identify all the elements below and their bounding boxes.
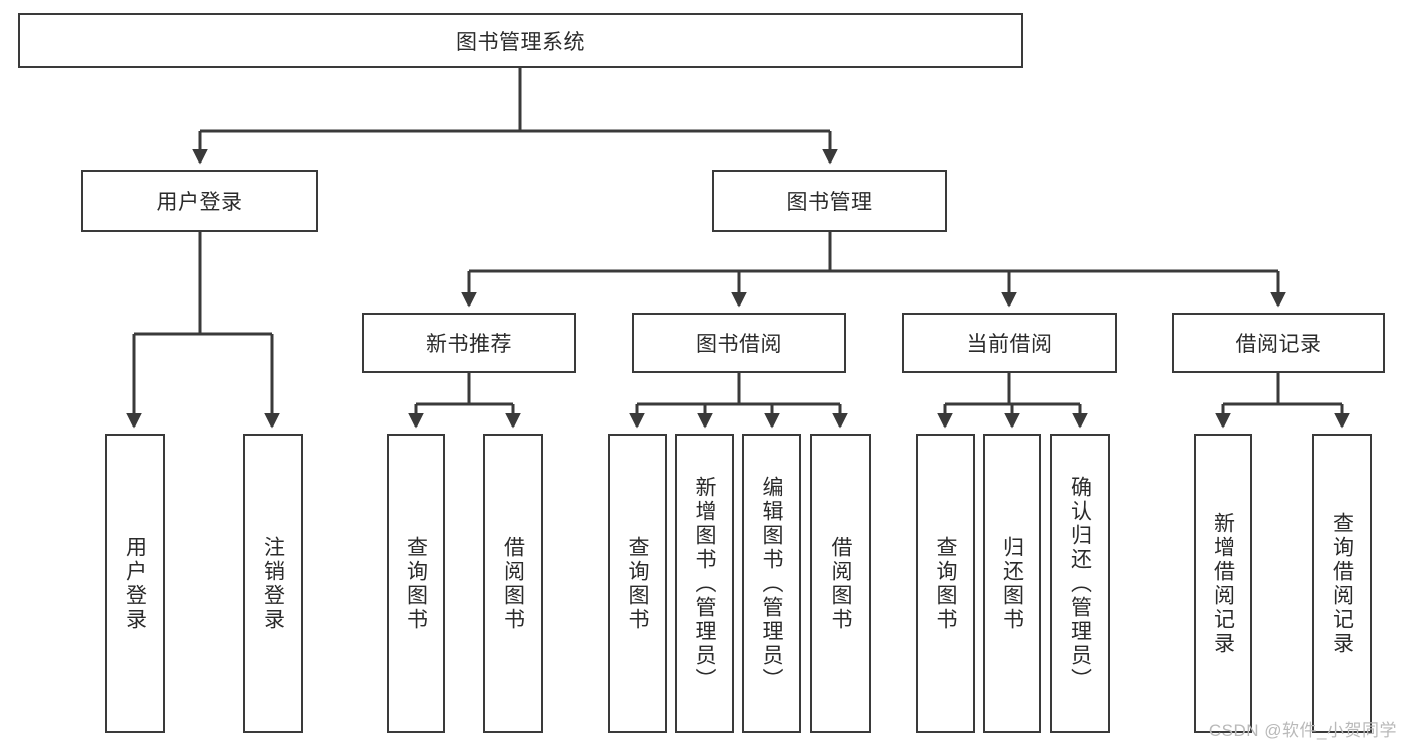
leaf-confirm-return-admin-label: 确认归还（管理员） — [1068, 475, 1092, 692]
node-book-borrow-label: 图书借阅 — [696, 333, 782, 356]
leaf-borrow-book-recommend-label: 借阅图书 — [501, 535, 525, 632]
node-root-label: 图书管理系统 — [456, 30, 585, 54]
leaf-query-book-recommend[interactable]: 查询图书 — [387, 434, 445, 733]
leaf-return-book-label: 归还图书 — [1000, 535, 1024, 632]
watermark-text: CSDN @软件_小贺同学 — [1208, 721, 1397, 740]
leaf-borrow-book-recommend[interactable]: 借阅图书 — [483, 434, 543, 733]
leaf-query-book-borrow-label: 查询图书 — [626, 535, 649, 632]
leaf-add-borrow-record-label: 新增借阅记录 — [1211, 511, 1235, 656]
node-book-borrow[interactable]: 图书借阅 — [632, 313, 846, 373]
leaf-borrow-book-label: 借阅图书 — [829, 535, 852, 632]
node-current-borrow[interactable]: 当前借阅 — [902, 313, 1117, 373]
leaf-return-book[interactable]: 归还图书 — [983, 434, 1041, 733]
leaf-query-book-recommend-label: 查询图书 — [404, 535, 428, 632]
leaf-user-logout[interactable]: 注销登录 — [243, 434, 303, 733]
node-current-borrow-label: 当前借阅 — [966, 333, 1053, 356]
leaf-query-borrow-record[interactable]: 查询借阅记录 — [1312, 434, 1372, 733]
leaf-edit-book-admin-label: 编辑图书（管理员） — [760, 475, 783, 692]
node-borrow-records-label: 借阅记录 — [1235, 333, 1322, 356]
leaf-user-logout-label: 注销登录 — [261, 535, 285, 632]
leaf-query-book-current-label: 查询图书 — [934, 535, 957, 632]
node-borrow-records[interactable]: 借阅记录 — [1172, 313, 1385, 373]
leaf-add-borrow-record[interactable]: 新增借阅记录 — [1194, 434, 1252, 733]
node-user-login[interactable]: 用户登录 — [81, 170, 318, 232]
node-new-book-recommend[interactable]: 新书推荐 — [362, 313, 576, 373]
leaf-borrow-book[interactable]: 借阅图书 — [810, 434, 871, 733]
leaf-query-borrow-record-label: 查询借阅记录 — [1330, 511, 1354, 656]
leaf-user-login-label: 用户登录 — [123, 535, 147, 632]
leaf-query-book-current[interactable]: 查询图书 — [916, 434, 975, 733]
node-new-book-recommend-label: 新书推荐 — [426, 333, 512, 356]
leaf-user-login[interactable]: 用户登录 — [105, 434, 165, 733]
leaf-query-book-borrow[interactable]: 查询图书 — [608, 434, 667, 733]
leaf-edit-book-admin[interactable]: 编辑图书（管理员） — [742, 434, 801, 733]
leaf-add-book-admin[interactable]: 新增图书（管理员） — [675, 434, 734, 733]
node-root[interactable]: 图书管理系统 — [18, 13, 1023, 68]
node-book-manage[interactable]: 图书管理 — [712, 170, 947, 232]
node-user-login-label: 用户登录 — [156, 191, 243, 214]
node-book-manage-label: 图书管理 — [786, 191, 873, 214]
leaf-add-book-admin-label: 新增图书（管理员） — [693, 475, 716, 692]
leaf-confirm-return-admin[interactable]: 确认归还（管理员） — [1050, 434, 1110, 733]
